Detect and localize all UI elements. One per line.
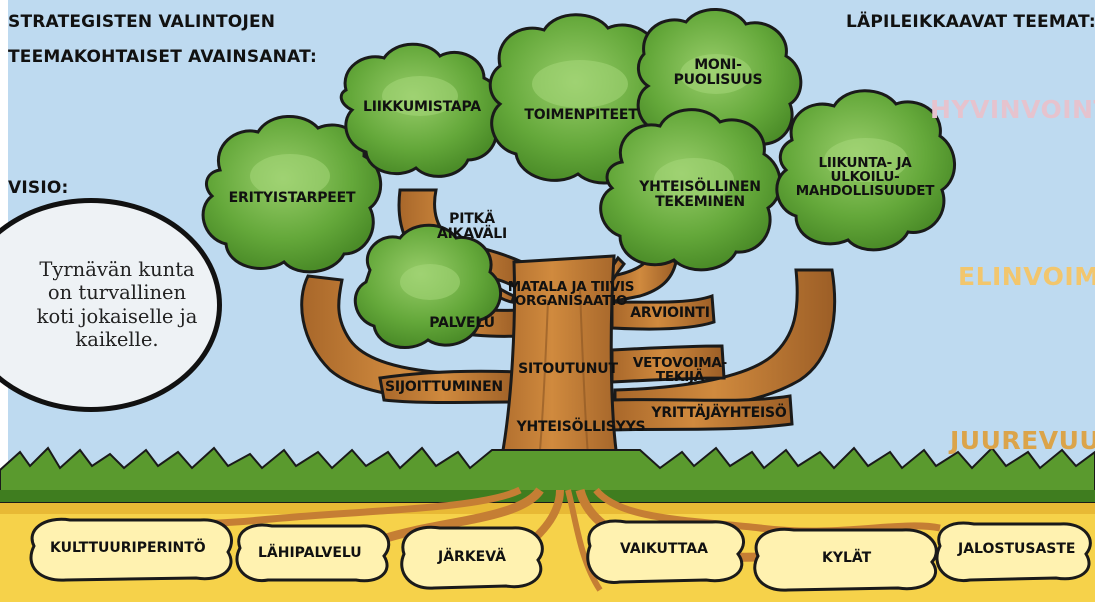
pad-jarkeva: [400, 525, 544, 590]
canopy-highlights: [250, 54, 908, 300]
highlight-7: [400, 264, 460, 300]
pad-jalostusaste: [935, 521, 1092, 583]
grass-band: [0, 446, 1095, 503]
keyword-arviointi: ARVIOINTI: [630, 305, 710, 321]
theme-elinvoima: ELINVOIMA: [958, 262, 1095, 291]
root-pads: [29, 517, 1092, 592]
keywords-title-line1: STRATEGISTEN VALINTOJEN: [8, 12, 276, 32]
theme-juurevuus: JUUREVUUS: [950, 426, 1095, 455]
keyword-vaikuttaa: VAIKUTTAA: [620, 541, 708, 557]
pad-kylat: [753, 527, 938, 592]
keyword-yrittajayhteiso: YRITTÄJÄYHTEISÖ: [651, 405, 787, 421]
theme-hyvinvointi: HYVINVOINTI: [930, 95, 1095, 124]
highlight-4: [680, 54, 752, 94]
keyword-palvelu: PALVELU: [429, 315, 495, 331]
branch-yrittaja: [610, 394, 794, 432]
vision-text: Tyrnävän kunta on turvallinen koti jokai…: [36, 258, 198, 352]
pad-vaikuttaa: [586, 519, 745, 584]
trunk-grain: [539, 289, 589, 457]
highlight-3: [532, 60, 628, 108]
keyword-vetovoimatekija: VETOVOIMA- TEKIJÄ: [632, 355, 728, 386]
keyword-yhteisollisyys: YHTEISÖLLISYYS: [516, 419, 646, 435]
branch-vetovoima: [610, 344, 726, 384]
branch-arviointi: [610, 293, 716, 331]
highlight-1: [250, 154, 330, 198]
highlight-2: [382, 76, 458, 116]
highlight-6: [824, 138, 908, 182]
keywords-title-line2: TEEMAKOHTAISET AVAINSANAT:: [8, 47, 317, 67]
keyword-toimenpiteet: TOIMENPITEET: [524, 107, 638, 123]
keyword-sijoittuminen: SIJOITTUMINEN: [385, 379, 503, 395]
keyword-kulttuuriperinto: KULTTUURIPERINTÖ: [50, 540, 206, 556]
keyword-erityistarpeet: ERITYISTARPEET: [228, 190, 356, 206]
keyword-yhteisollinen-tekeminen: YHTEISÖLLINEN TEKEMINEN: [639, 179, 761, 210]
root-6: [565, 489, 603, 592]
ground-shade: [0, 500, 1095, 514]
keyword-jarkeva: JÄRKEVÄ: [438, 549, 506, 565]
keyword-monipuolisuus: MONI- PUOLISUUS: [673, 57, 763, 88]
vision-title: VISIO:: [8, 178, 69, 198]
keyword-liikunta-ulkoilu: LIIKUNTA- JA ULKOILU- MAHDOLLISUUDET: [795, 155, 935, 200]
keyword-matala-tiivis-organisaatio: MATALA JA TIIVIS ORGANISAATIO: [507, 279, 635, 310]
pad-kulttuuriperinto: [29, 517, 233, 582]
themes-title: LÄPILEIKKAAVAT TEEMAT:: [846, 12, 1095, 32]
keyword-liikkumistapa: LIIKKUMISTAPA: [363, 99, 481, 115]
keyword-lahipalvelu: LÄHIPALVELU: [258, 545, 362, 561]
pad-lahipalvelu: [235, 523, 391, 583]
grass-edge: [0, 490, 1095, 502]
highlight-5: [654, 158, 734, 202]
keyword-sitoutunut: SITOUTUNUT: [518, 361, 618, 377]
root-4: [593, 487, 941, 535]
keyword-pitka-aikavali: PITKÄ AIKAVÄLI: [436, 211, 508, 242]
vision-bubble: [0, 198, 222, 412]
keyword-kylat: KYLÄT: [822, 550, 872, 566]
keyword-jalostusaste: JALOSTUSASTE: [958, 541, 1076, 557]
